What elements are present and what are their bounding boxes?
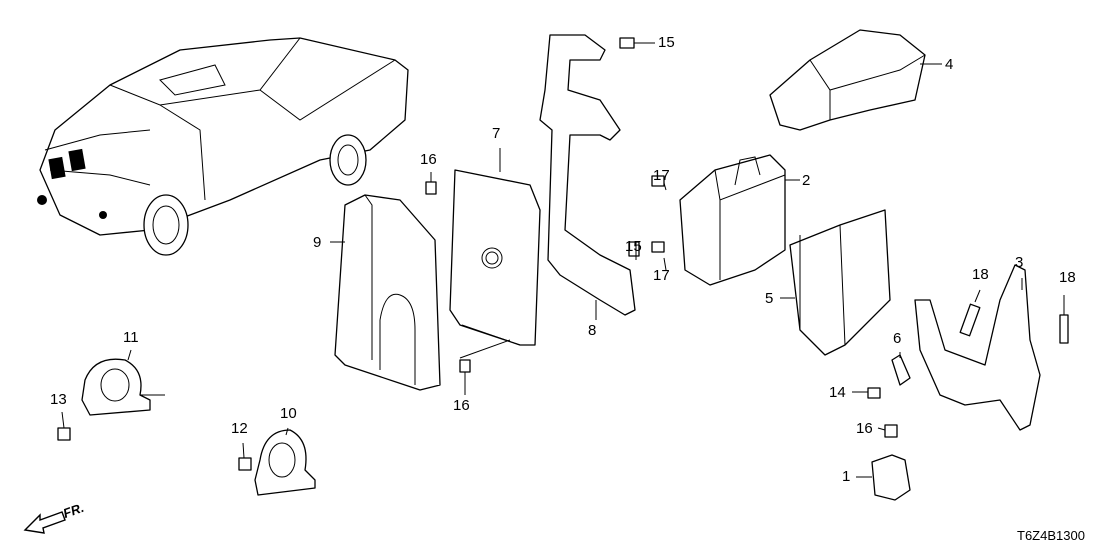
callout-17[interactable]: 17 — [653, 267, 670, 284]
part-7-ecu[interactable] — [449, 169, 541, 346]
callout-11[interactable]: 11 — [123, 329, 139, 346]
callout-8[interactable]: 8 — [588, 322, 597, 339]
part-3-bracket[interactable] — [914, 264, 1041, 431]
front-arrow-icon — [23, 511, 66, 534]
callout-18[interactable]: 18 — [1059, 269, 1076, 286]
callout-15[interactable]: 15 — [625, 238, 642, 255]
part-2-module[interactable] — [679, 154, 786, 286]
callout-4[interactable]: 4 — [945, 56, 954, 73]
part-11-horn[interactable] — [81, 358, 165, 416]
callout-5[interactable]: 5 — [765, 290, 774, 307]
callout-16[interactable]: 16 — [420, 151, 437, 168]
callout-16[interactable]: 16 — [856, 420, 873, 437]
diagram-code: T6Z4B1300 — [1017, 528, 1085, 543]
vehicle-illustration — [37, 37, 409, 256]
callout-3[interactable]: 3 — [1015, 254, 1024, 271]
part-8-bracket[interactable] — [539, 34, 636, 316]
callout-14[interactable]: 14 — [829, 384, 846, 401]
part-1-sensor[interactable] — [871, 454, 911, 501]
part-4-cover[interactable] — [769, 29, 926, 131]
callout-15[interactable]: 15 — [658, 34, 675, 51]
leader-lines — [61, 42, 1065, 478]
callout-6[interactable]: 6 — [893, 330, 902, 347]
callout-7[interactable]: 7 — [492, 125, 501, 142]
callout-17[interactable]: 17 — [653, 167, 670, 184]
callout-16[interactable]: 16 — [453, 397, 470, 414]
callout-1[interactable]: 1 — [842, 468, 851, 485]
part-5-module[interactable] — [789, 209, 891, 356]
callout-13[interactable]: 13 — [50, 391, 67, 408]
part-6-clip[interactable] — [891, 354, 911, 386]
bolts — [57, 37, 1069, 471]
callout-2[interactable]: 2 — [802, 172, 811, 189]
callout-10[interactable]: 10 — [280, 405, 297, 422]
callout-18[interactable]: 18 — [972, 266, 989, 283]
part-10-horn[interactable] — [254, 429, 316, 496]
callout-9[interactable]: 9 — [313, 234, 322, 251]
part-9-cover[interactable] — [334, 194, 441, 391]
callout-12[interactable]: 12 — [231, 420, 248, 437]
